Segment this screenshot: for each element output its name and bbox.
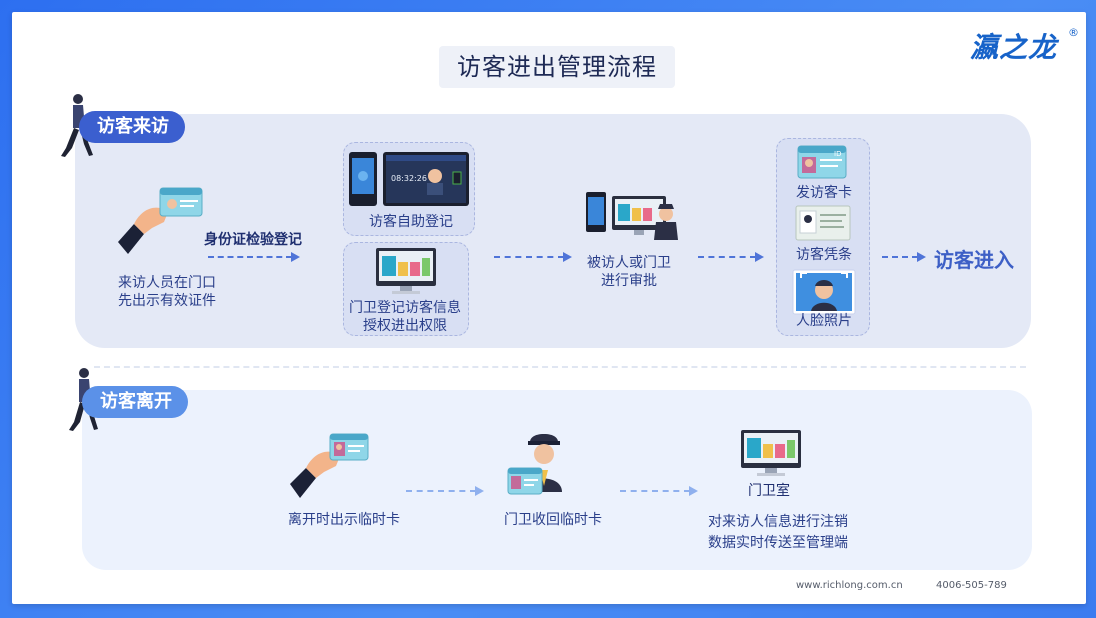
footer-website: www.richlong.com.cn xyxy=(796,580,903,591)
visitor-slip-label: 访客凭条 xyxy=(796,247,852,263)
desktop-monitor-icon xyxy=(376,248,436,294)
face-photo-icon xyxy=(792,269,856,315)
id-card-step-label: 来访人员在门口 先出示有效证件 xyxy=(118,275,216,309)
self-service-label: 访客自助登记 xyxy=(369,214,453,230)
screen-time-text: 08:32:26 xyxy=(391,174,427,183)
visitor-card-icon xyxy=(797,145,847,179)
visitor-leave-pill: 访客离开 xyxy=(82,386,188,418)
kiosk-terminal-icon xyxy=(349,152,377,206)
flow-arrow-2 xyxy=(494,252,572,262)
visitor-enter-panel xyxy=(75,114,1031,348)
approval-label: 被访人或门卫 进行审批 xyxy=(587,255,671,289)
visitor-enter-pill: 访客来访 xyxy=(79,111,185,143)
issue-visitor-card-label: 发访客卡 xyxy=(796,185,852,201)
section-divider xyxy=(94,366,1026,368)
collect-temp-card-label: 门卫收回临时卡 xyxy=(504,512,602,528)
footer-phone: 4006-505-789 xyxy=(936,580,1007,591)
registered-mark: ® xyxy=(1068,26,1080,39)
hand-temp-card-icon xyxy=(290,433,369,498)
id-check-arrow-label: 身份证检验登记 xyxy=(204,232,302,248)
guard-collect-card-icon xyxy=(507,434,562,495)
leave-flow-arrow-2 xyxy=(620,486,698,496)
page-title: 访客进出管理流程 xyxy=(439,46,675,88)
guard-room-label: 对来访人信息进行注销 数据实时传送至管理端 xyxy=(708,514,848,551)
visitor-card-id-text: ID xyxy=(834,150,842,158)
show-temp-card-label: 离开时出示临时卡 xyxy=(288,512,400,528)
flow-arrow-1 xyxy=(208,252,300,262)
brand-logo-text: 瀛之龙 xyxy=(970,31,1058,64)
visitor-leave-panel xyxy=(82,390,1032,570)
main-card: 访客进出管理流程 瀛之龙 ® 访客来访 来访人员在门口 先出示有效证件 身份证检… xyxy=(12,12,1086,604)
face-recognition-screen-icon xyxy=(383,152,469,206)
hand-id-card-icon xyxy=(118,187,203,254)
guard-room-title: 门卫室 xyxy=(748,483,790,499)
visitor-slip-icon xyxy=(795,205,851,241)
flow-arrow-4 xyxy=(882,252,926,262)
approval-terminal-icon xyxy=(586,192,678,240)
leave-flow-arrow-1 xyxy=(406,486,484,496)
visitor-enter-result: 访客进入 xyxy=(934,248,1014,272)
face-photo-label: 人脸照片 xyxy=(796,313,852,329)
brand-logo: 瀛之龙 ® xyxy=(970,26,1079,66)
guard-room-monitor-icon xyxy=(741,430,801,476)
flow-arrow-3 xyxy=(698,252,764,262)
guard-register-label: 门卫登记访客信息 授权进出权限 xyxy=(349,300,461,334)
